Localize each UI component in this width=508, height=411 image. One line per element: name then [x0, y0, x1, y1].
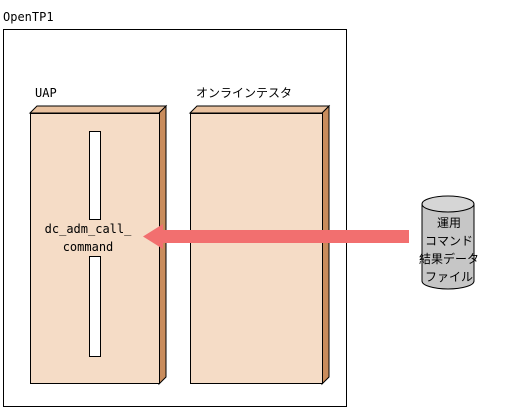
uap-block-top [28, 105, 168, 114]
data-file-line-2: コマンド [424, 234, 473, 248]
call-line-2: command [62, 240, 114, 254]
opentp1-label: OpenTP1 [3, 10, 54, 24]
data-file-cylinder-top [421, 195, 475, 213]
data-file-cylinder [421, 204, 475, 290]
uap-label: UAP [35, 86, 57, 100]
arrow-shaft [160, 230, 409, 243]
online-tester-block-side [321, 104, 330, 386]
online-tester-block [190, 113, 323, 384]
online-tester-block-top [188, 105, 331, 114]
dc-adm-call-command-label: dc_adm_call_ command [33, 220, 143, 256]
data-file-line-4: ファイル [424, 270, 473, 284]
data-file-line-1: 運用 [436, 216, 461, 230]
uap-lower-bar [89, 256, 101, 357]
call-line-1: dc_adm_call_ [44, 222, 132, 236]
arrow-head [143, 224, 163, 249]
data-file-line-3: 結果データ [418, 252, 479, 266]
uap-upper-bar [89, 131, 101, 220]
data-file-label: 運用 コマンド 結果データ ファイル [404, 214, 494, 286]
online-tester-label: オンラインテスタ [196, 86, 293, 100]
